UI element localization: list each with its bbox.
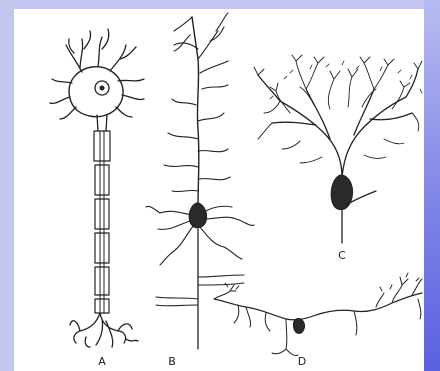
neuron-diagram-panel: A B C D <box>14 9 424 371</box>
neuron-b <box>146 13 254 349</box>
neuron-types-diagram: A B C D <box>14 9 424 371</box>
neuron-c <box>254 55 422 243</box>
neuron-a <box>50 29 144 347</box>
label-c: C <box>338 249 346 262</box>
slide-top-border <box>14 0 424 9</box>
slide-right-gradient-bar <box>424 0 440 371</box>
label-b: B <box>168 355 176 368</box>
slide-left-border <box>0 0 14 371</box>
label-a: A <box>98 355 106 368</box>
label-d: D <box>298 355 306 368</box>
neuron-d <box>214 273 422 356</box>
